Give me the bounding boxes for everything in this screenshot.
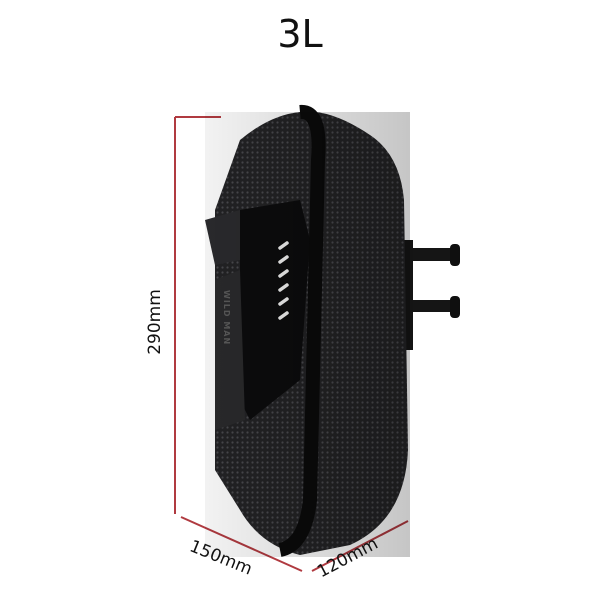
capacity-label: 3L — [277, 12, 323, 56]
height-dimension-label: 290mm — [144, 289, 165, 355]
shading — [205, 112, 410, 557]
bag: WILD MAN — [205, 105, 460, 557]
svg-text:WILD MAN: WILD MAN — [222, 290, 231, 345]
brand-logo: WILD MAN — [222, 290, 231, 345]
reflective-stripes — [278, 241, 289, 320]
